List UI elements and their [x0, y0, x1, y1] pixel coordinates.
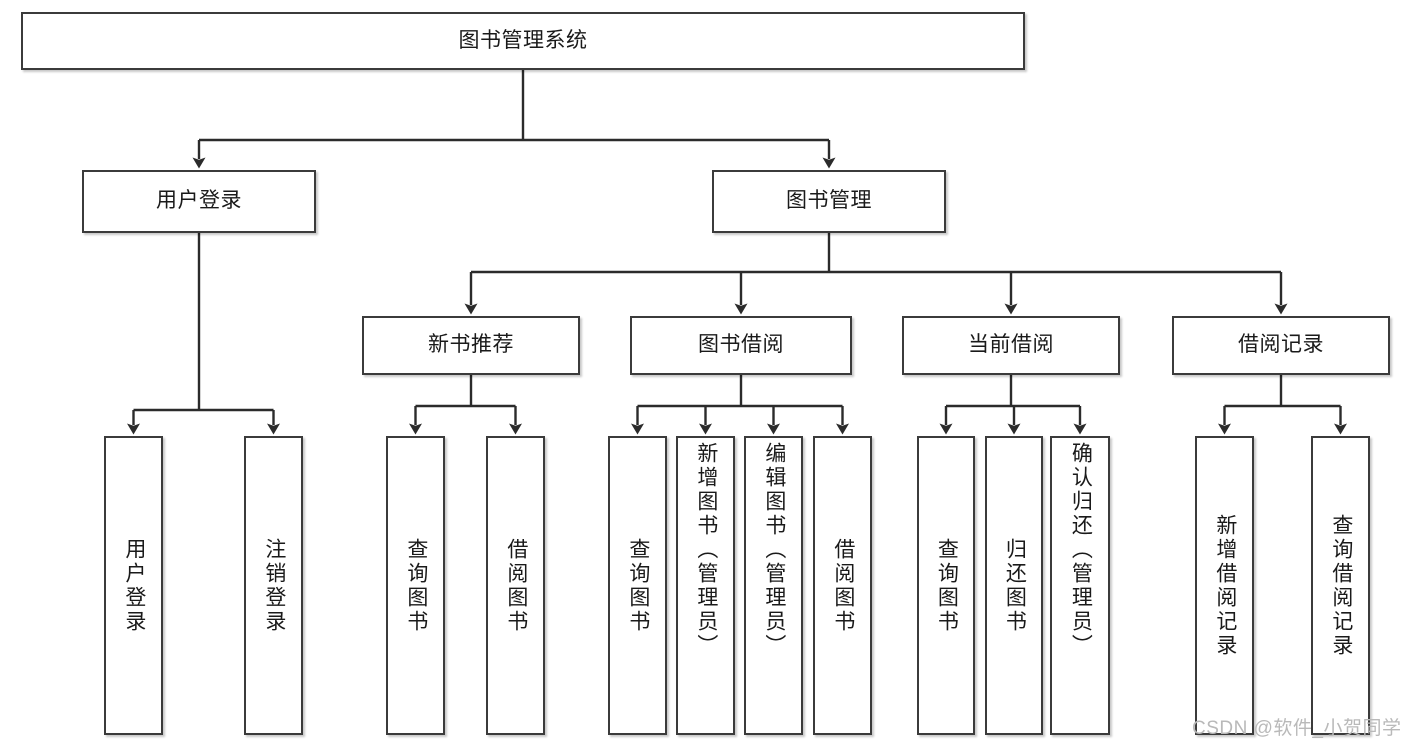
node-label: 新增借阅记录: [1213, 513, 1237, 658]
node-label: 查询图书: [404, 537, 428, 634]
node-label: 借阅记录: [1238, 333, 1324, 357]
node-label: 当前借阅: [968, 333, 1054, 357]
node-borrow: 图书借阅: [630, 316, 852, 375]
node-leaf-borrow-4: 借阅图书: [813, 436, 872, 735]
node-label: 查询图书: [935, 537, 959, 634]
node-current: 当前借阅: [902, 316, 1120, 375]
node-leaf-borrow-2: 新增图书（管理员）: [676, 436, 735, 735]
node-leaf-cur-2: 归还图书: [985, 436, 1043, 735]
node-leaf-new-2: 借阅图书: [486, 436, 545, 735]
node-label: 用户登录: [122, 537, 146, 634]
node-label: 借阅图书: [831, 537, 855, 634]
node-leaf-borrow-1: 查询图书: [608, 436, 667, 735]
node-label: 查询图书: [626, 537, 650, 634]
node-newbook: 新书推荐: [362, 316, 580, 375]
node-leaf-login-1: 用户登录: [104, 436, 163, 735]
node-label: 图书借阅: [698, 333, 784, 357]
node-label: 编辑图书（管理员）: [762, 442, 786, 658]
node-leaf-borrow-3: 编辑图书（管理员）: [744, 436, 803, 735]
node-label: 确认归还（管理员）: [1069, 442, 1093, 658]
node-leaf-new-1: 查询图书: [386, 436, 445, 735]
node-leaf-login-2: 注销登录: [244, 436, 303, 735]
node-root: 图书管理系统: [21, 12, 1025, 70]
node-leaf-rec-1: 新增借阅记录: [1195, 436, 1254, 735]
node-label: 图书管理系统: [458, 28, 588, 52]
node-leaf-cur-3: 确认归还（管理员）: [1050, 436, 1110, 735]
node-label: 用户登录: [156, 189, 242, 213]
node-label: 新增图书（管理员）: [694, 442, 718, 658]
node-label: 归还图书: [1003, 537, 1027, 634]
node-leaf-rec-2: 查询借阅记录: [1311, 436, 1370, 735]
node-label: 图书管理: [786, 189, 872, 213]
node-bookmgmt: 图书管理: [712, 170, 946, 233]
node-label: 注销登录: [262, 537, 286, 634]
node-records: 借阅记录: [1172, 316, 1390, 375]
csdn-watermark: CSDN @软件_小贺同学: [1192, 718, 1402, 739]
node-label: 查询借阅记录: [1329, 513, 1353, 658]
node-login: 用户登录: [82, 170, 316, 233]
node-label: 新书推荐: [428, 333, 514, 357]
node-label: 借阅图书: [504, 537, 528, 634]
node-leaf-cur-1: 查询图书: [917, 436, 975, 735]
